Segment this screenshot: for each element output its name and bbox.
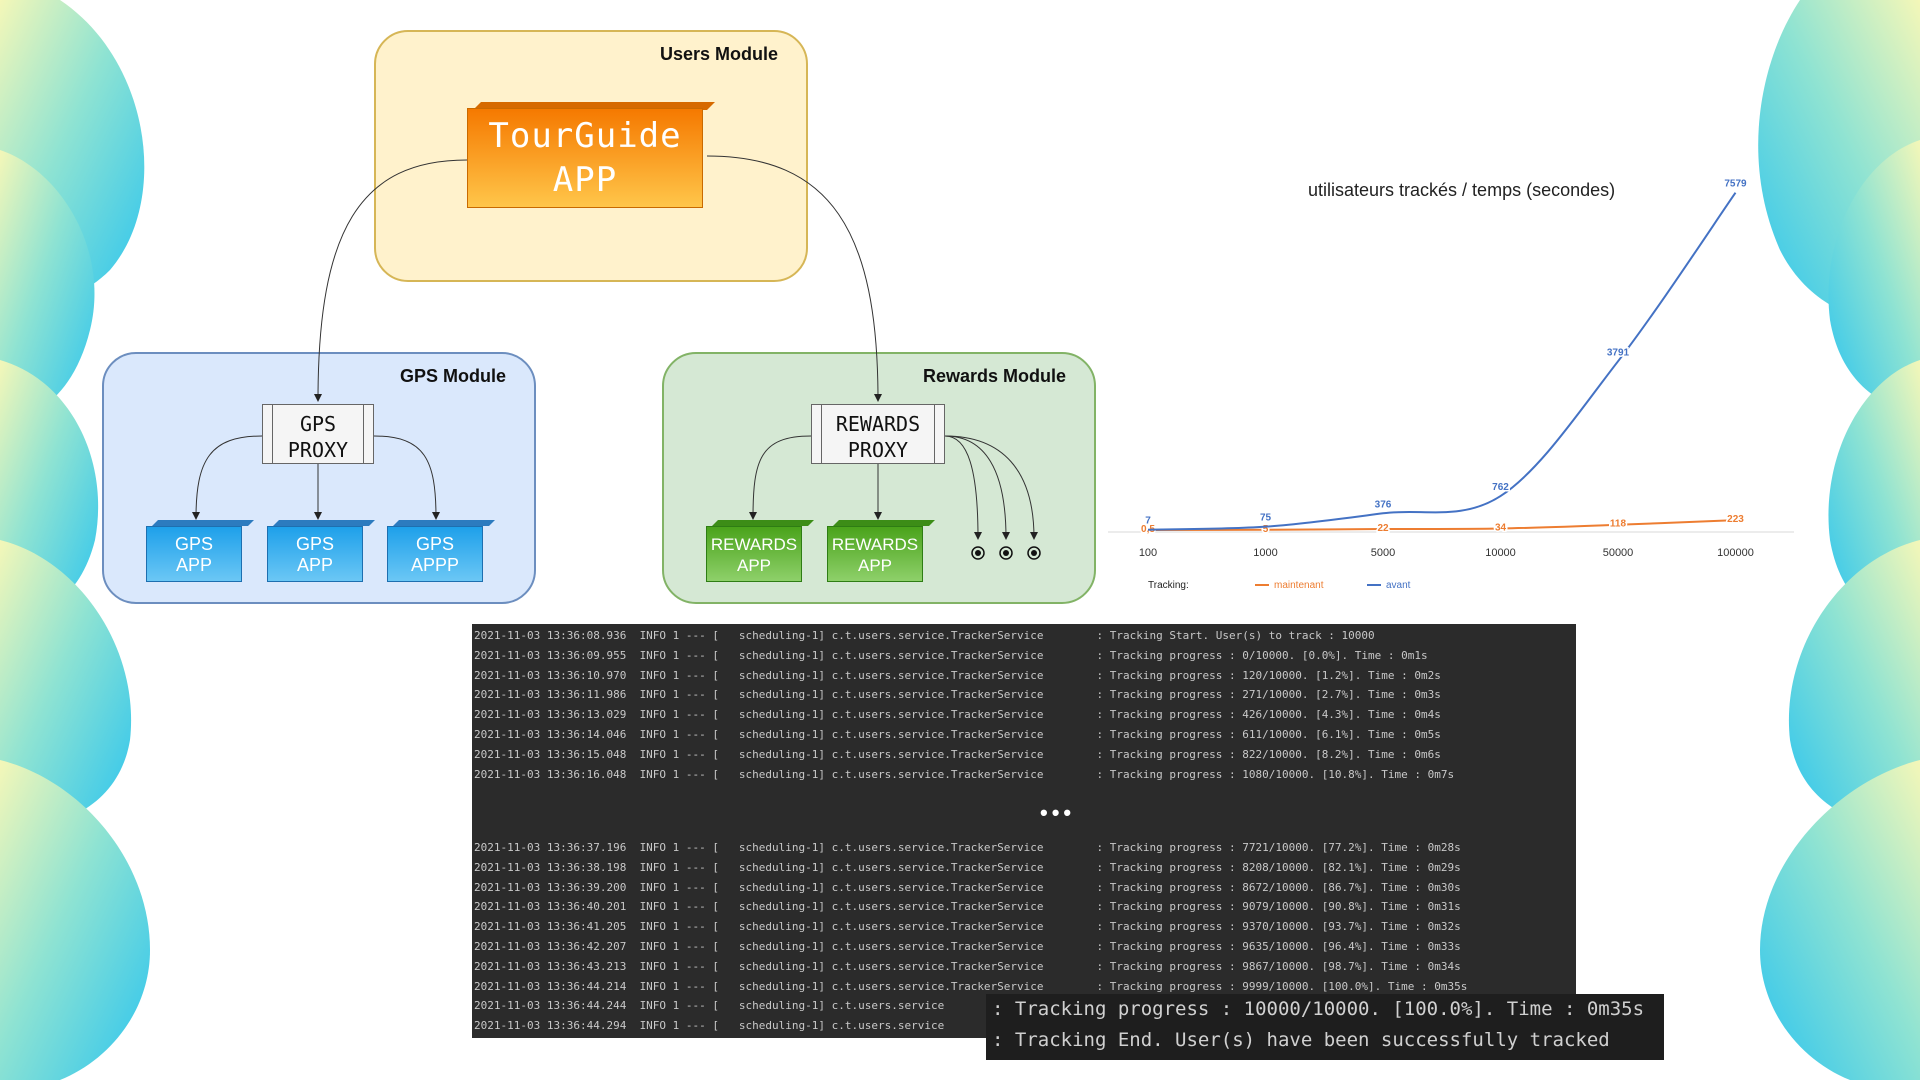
console-log-line: 2021-11-03 13:36:44.244 INFO 1 --- [ sch… (474, 999, 945, 1013)
data-label: 7579 (1724, 179, 1747, 190)
console-zoom-panel (986, 994, 1664, 1060)
gps-app-label: GPS (295, 534, 334, 554)
connector-gps-app1 (192, 435, 263, 520)
x-tick-label: 10000 (1485, 547, 1516, 559)
console-zoom-line: : Tracking End. User(s) have been succes… (992, 1029, 1610, 1051)
gps-app-label: GPS (415, 534, 454, 554)
console-log-line: 2021-11-03 13:36:14.046 INFO 1 --- [ sch… (474, 728, 1441, 741)
right-blobs (1758, 0, 1920, 1080)
console-log-line: 2021-11-03 13:36:09.955 INFO 1 --- [ sch… (474, 648, 1428, 662)
console-log-line: 2021-11-03 13:36:44.214 INFO 1 --- [ sch… (474, 979, 1468, 993)
gps-proxy-line2: PROXY (287, 438, 349, 462)
console-log-line: 2021-11-03 13:36:11.986 INFO 1 --- [ sch… (474, 688, 1441, 702)
gps-proxy-line1: GPS (299, 412, 337, 436)
tourguide-title: TourGuide (488, 116, 682, 156)
connector-gps-app3 (373, 435, 440, 520)
rewards-proxy-line2: PROXY (847, 438, 909, 462)
rewards-app-node: REWARDS APP (706, 520, 814, 582)
console-log-line: 2021-11-03 13:36:40.201 INFO 1 --- [ sch… (474, 900, 1461, 914)
rewards-app-label: REWARDS (831, 535, 919, 554)
rewards-app-label: REWARDS (710, 535, 798, 554)
connector-rewards-more3 (944, 435, 1038, 540)
data-label: 762 (1492, 482, 1509, 493)
data-label: 5 (1263, 524, 1269, 535)
rewards-proxy-node: REWARDS PROXY (811, 404, 945, 464)
data-label: 118 (1610, 519, 1627, 530)
console-ellipsis: ••• (1040, 800, 1076, 825)
console-log-panel (472, 624, 1576, 1038)
data-label: 223 (1727, 514, 1744, 525)
left-blobs (0, 0, 150, 1080)
series-line-maintenant (1147, 519, 1736, 531)
console-log-line: 2021-11-03 13:36:44.294 INFO 1 --- [ sch… (474, 1019, 945, 1033)
connector-rewards-app1 (749, 435, 812, 520)
chart-title: utilisateurs trackés / temps (secondes) (1308, 180, 1616, 200)
connector-tourguide-gps (314, 159, 468, 402)
console-log-line: 2021-11-03 13:36:08.936 INFO 1 --- [ sch… (474, 629, 1375, 642)
console-zoom-line: : Tracking progress : 10000/10000. [100.… (992, 998, 1645, 1020)
data-label: 7 (1145, 516, 1151, 527)
data-label: 376 (1375, 499, 1392, 510)
console-log-line: 2021-11-03 13:36:43.213 INFO 1 --- [ sch… (474, 959, 1461, 973)
rewards-app-node: REWARDS APP (827, 520, 935, 582)
rewards-proxy-line1: REWARDS (835, 412, 921, 436)
x-tick-label: 50000 (1603, 547, 1634, 559)
data-label: 34 (1495, 522, 1507, 533)
gps-proxy-node: GPS PROXY (262, 404, 374, 464)
console-log-line: 2021-11-03 13:36:38.198 INFO 1 --- [ sch… (474, 860, 1461, 874)
gps-app-label: APP (296, 555, 334, 575)
series-line-avant (1147, 192, 1737, 531)
gps-app-label: GPS (174, 534, 213, 554)
rewards-module-title: Rewards Module (922, 366, 1066, 386)
console-log-line: 2021-11-03 13:36:16.048 INFO 1 --- [ sch… (474, 767, 1455, 781)
x-tick-label: 5000 (1371, 547, 1395, 559)
console-log-line: 2021-11-03 13:36:39.200 INFO 1 --- [ sch… (474, 880, 1461, 894)
tourguide-app-node: TourGuide APP (467, 102, 715, 208)
more-apps-markers (971, 546, 1041, 560)
console-log-line: 2021-11-03 13:36:41.205 INFO 1 --- [ sch… (474, 920, 1461, 934)
console-log-line: 2021-11-03 13:36:42.207 INFO 1 --- [ sch… (474, 940, 1461, 953)
connector-rewards-more1 (944, 435, 982, 540)
gps-app-label: APP (175, 555, 213, 575)
x-tick-label: 100 (1139, 547, 1157, 559)
tourguide-subtitle: APP (552, 160, 618, 200)
console-log-line: 2021-11-03 13:36:10.970 INFO 1 --- [ sch… (474, 668, 1441, 682)
x-tick-label: 100000 (1717, 547, 1754, 559)
legend-item: avant (1386, 580, 1411, 591)
data-label: 3791 (1607, 347, 1630, 358)
rewards-app-label: APP (857, 556, 893, 575)
connector-tourguide-rewards (706, 155, 882, 402)
console-log-line: 2021-11-03 13:36:15.048 INFO 1 --- [ sch… (474, 747, 1441, 761)
connector-rewards-more2 (944, 435, 1010, 540)
gps-app-label: APPP (410, 555, 460, 575)
users-module-title: Users Module (659, 44, 778, 64)
data-label: 22 (1377, 523, 1389, 534)
console-log-line: 2021-11-03 13:36:37.196 INFO 1 --- [ sch… (474, 841, 1461, 854)
console-log-line: 2021-11-03 13:36:13.029 INFO 1 --- [ sch… (474, 708, 1441, 722)
x-tick-label: 1000 (1253, 547, 1277, 559)
rewards-app-label: APP (736, 556, 772, 575)
gps-module-title: GPS Module (399, 366, 506, 386)
data-label: 75 (1260, 513, 1272, 524)
legend-item: maintenant (1274, 580, 1324, 591)
legend-title: Tracking: (1148, 580, 1189, 591)
